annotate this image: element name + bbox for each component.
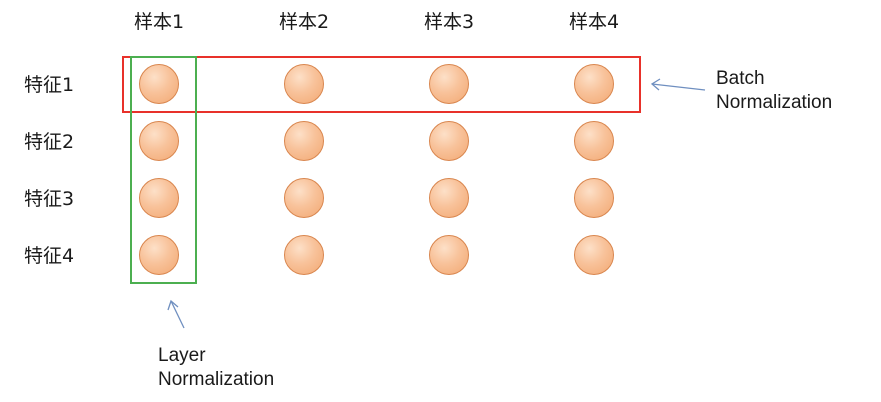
column-header-sample-4: 样本4 — [568, 11, 620, 33]
node-feature2-sample1 — [139, 121, 179, 161]
batch-normalization-label: Batch Normalization — [716, 67, 832, 115]
row-header-feature-4: 特征4 — [24, 245, 75, 267]
node-feature4-sample3 — [429, 235, 469, 275]
column-header-sample-1: 样本1 — [133, 11, 185, 33]
node-feature1-sample4 — [574, 64, 614, 104]
node-feature3-sample1 — [139, 178, 179, 218]
node-feature4-sample2 — [284, 235, 324, 275]
node-feature3-sample3 — [429, 178, 469, 218]
node-feature1-sample3 — [429, 64, 469, 104]
row-header-feature-1: 特征1 — [24, 74, 75, 96]
layer-normalization-label: Layer Normalization — [158, 344, 274, 392]
node-feature1-sample1 — [139, 64, 179, 104]
node-feature3-sample4 — [574, 178, 614, 218]
node-feature1-sample2 — [284, 64, 324, 104]
row-header-feature-3: 特征3 — [24, 188, 75, 210]
layer-normalization-box — [130, 56, 197, 284]
batch-normalization-label-line1: Batch — [716, 68, 765, 89]
layer-normalization-label-line1: Layer — [158, 345, 206, 366]
node-feature3-sample2 — [284, 178, 324, 218]
node-feature4-sample1 — [139, 235, 179, 275]
layer-normalization-arrow — [167, 299, 185, 329]
node-feature4-sample4 — [574, 235, 614, 275]
batch-normalization-label-line2: Normalization — [716, 92, 833, 113]
batch-normalization-box — [122, 56, 641, 113]
node-feature2-sample3 — [429, 121, 469, 161]
row-header-feature-2: 特征2 — [24, 131, 75, 153]
column-header-sample-3: 样本3 — [423, 11, 475, 33]
column-header-sample-2: 样本2 — [278, 11, 330, 33]
batch-normalization-arrow — [650, 78, 706, 91]
node-feature2-sample4 — [574, 121, 614, 161]
layer-normalization-label-line2: Normalization — [158, 369, 275, 390]
node-feature2-sample2 — [284, 121, 324, 161]
